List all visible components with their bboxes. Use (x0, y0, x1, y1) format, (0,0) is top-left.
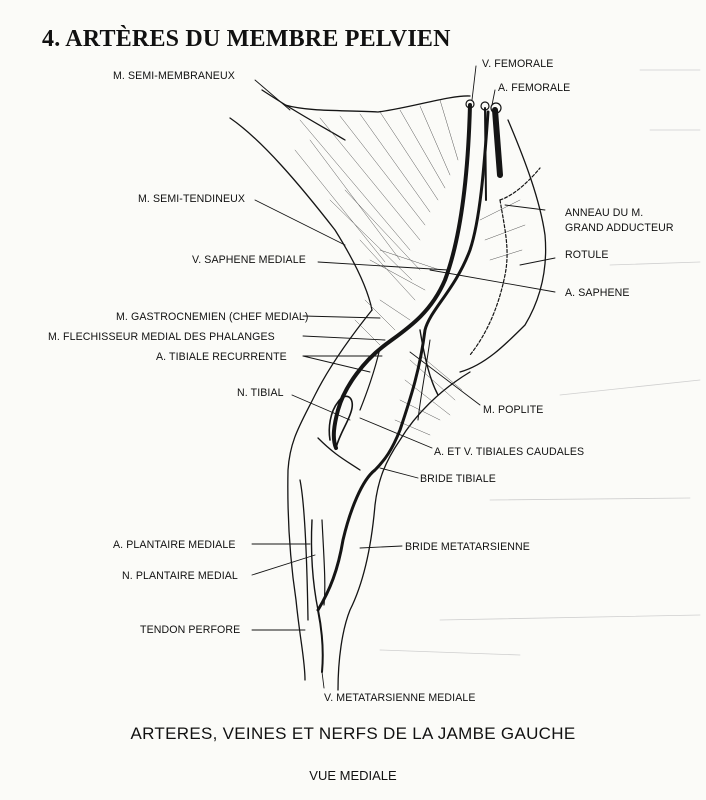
label-m-flechisseur: M. FLECHISSEUR MEDIAL DES PHALANGES (48, 331, 275, 343)
label-v-metatarsienne-mediale: V. METATARSIENNE MEDIALE (324, 692, 476, 704)
figure-caption: ARTERES, VEINES ET NERFS DE LA JAMBE GAU… (130, 724, 576, 743)
figure-subcaption: VUE MEDIALE (309, 768, 397, 783)
muscle-hatching (294, 99, 526, 436)
label-bride-tibiale: BRIDE TIBIALE (420, 473, 496, 485)
label-anneau-line2: GRAND ADDUCTEUR (565, 222, 674, 234)
label-rotule: ROTULE (565, 249, 609, 261)
vessel-ends (465, 99, 502, 114)
label-a-saphene: A. SAPHENE (565, 287, 630, 299)
leader-lines (251, 65, 556, 689)
label-n-plantaire-medial: N. PLANTAIRE MEDIAL (122, 570, 238, 582)
label-a-femorale: A. FEMORALE (498, 82, 571, 94)
page-heading: 4. ARTÈRES DU MEMBRE PELVIEN (42, 26, 451, 52)
label-v-femorale: V. FEMORALE (482, 58, 554, 70)
label-anneau-line1: ANNEAU DU M. (565, 207, 644, 219)
label-v-saphene-mediale: V. SAPHENE MEDIALE (192, 254, 306, 266)
label-n-tibial: N. TIBIAL (237, 387, 284, 399)
label-a-v-tibiales-caudales: A. ET V. TIBIALES CAUDALES (434, 446, 585, 458)
vessels (310, 103, 541, 673)
label-tendon-perfore: TENDON PERFORE (140, 624, 241, 636)
label-a-tibiale-recurrente: A. TIBIALE RECURRENTE (156, 351, 287, 363)
limb-outline (229, 89, 547, 691)
label-a-plantaire-mediale: A. PLANTAIRE MEDIALE (113, 539, 236, 551)
label-m-semi-tendineux: M. SEMI-TENDINEUX (138, 193, 246, 205)
label-bride-metatarsienne: BRIDE METATARSIENNE (405, 541, 530, 553)
label-m-gastrocnemien: M. GASTROCNEMIEN (CHEF MEDIAL) (116, 311, 309, 323)
label-m-poplite: M. POPLITE (483, 404, 544, 416)
bleed-through-marks (379, 69, 701, 656)
label-m-semi-membraneux: M. SEMI-MEMBRANEUX (113, 70, 235, 82)
